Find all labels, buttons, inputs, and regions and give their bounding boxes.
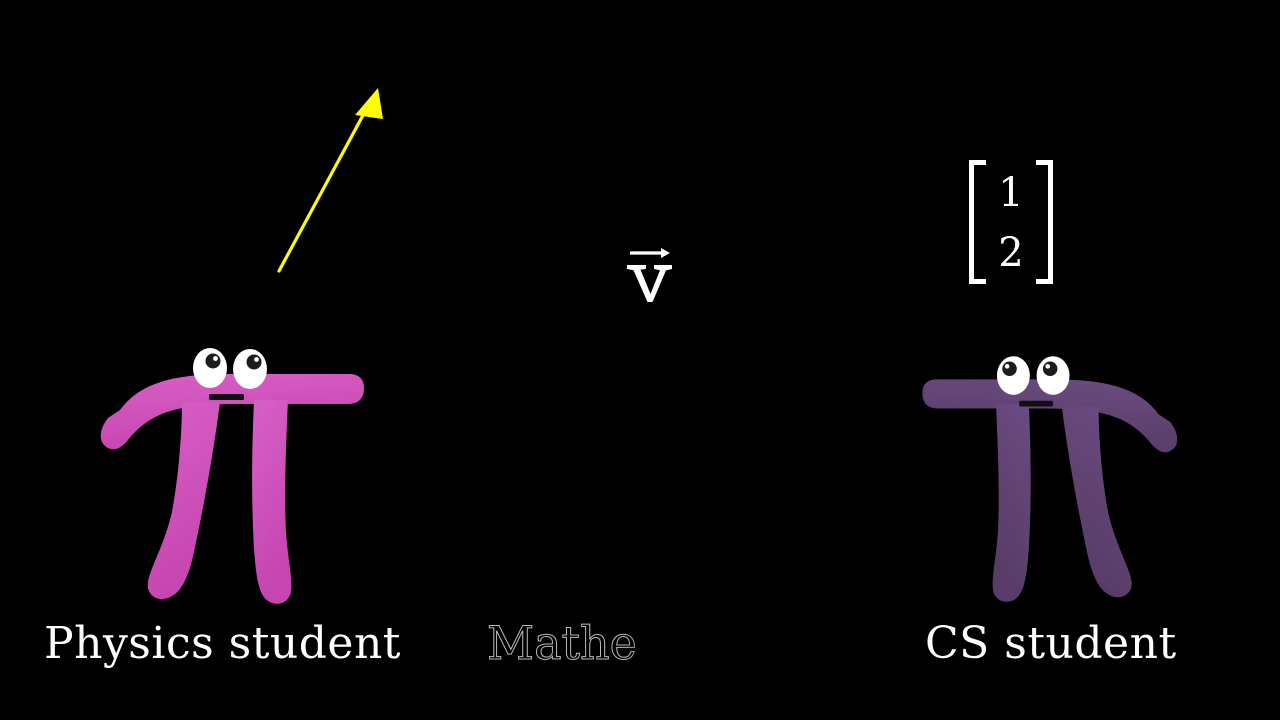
pi-eye-highlight-left xyxy=(213,356,218,361)
pi-eye-highlight-right xyxy=(254,357,259,362)
matrix-entry-1: 2 xyxy=(998,230,1023,276)
pi-pupil-right-cs xyxy=(1042,361,1058,377)
label-cs-student: CS student xyxy=(925,618,1177,669)
pi-pupil-left-cs xyxy=(1002,361,1017,377)
pi-eyes-cs xyxy=(996,356,1070,395)
arrow-shaft xyxy=(277,104,370,273)
pi-eye-left-cs xyxy=(996,356,1030,395)
yellow-vector-arrow xyxy=(277,88,383,273)
pi-pupil-left-physics xyxy=(205,353,221,369)
matrix-right-bracket xyxy=(1036,160,1053,284)
pi-eyes-physics xyxy=(193,348,267,389)
vector-v-symbol xyxy=(627,248,672,302)
pi-eye-highlight-right-cs xyxy=(1045,364,1051,369)
matrix-entry-0: 1 xyxy=(998,170,1023,216)
label-mathematician-wrap: Mathe xyxy=(487,620,787,684)
vector-accent-arrow xyxy=(630,248,670,258)
pi-creature-physics-student[interactable] xyxy=(72,340,382,620)
pi-eye-right-cs xyxy=(1036,356,1070,395)
pi-mouth-physics xyxy=(209,394,244,400)
column-matrix: 1 2 xyxy=(969,160,1053,284)
pi-eye-highlight-left-cs xyxy=(1004,364,1010,369)
matrix-left-bracket xyxy=(969,160,986,284)
arrow-head xyxy=(355,88,383,119)
label-mathematician: Mathe xyxy=(487,616,638,670)
pi-pupil-right-physics xyxy=(246,354,262,370)
pi-body-physics xyxy=(100,374,364,604)
vector-letter-v xyxy=(627,265,672,302)
pi-mouth-cs xyxy=(1019,400,1054,407)
pi-eye-left-physics xyxy=(193,348,227,388)
pi-eye-right-physics xyxy=(233,349,267,389)
label-physics-student: Physics student xyxy=(44,618,401,669)
pi-creature-cs-student[interactable] xyxy=(905,342,1205,622)
pi-body-cs xyxy=(922,379,1178,602)
